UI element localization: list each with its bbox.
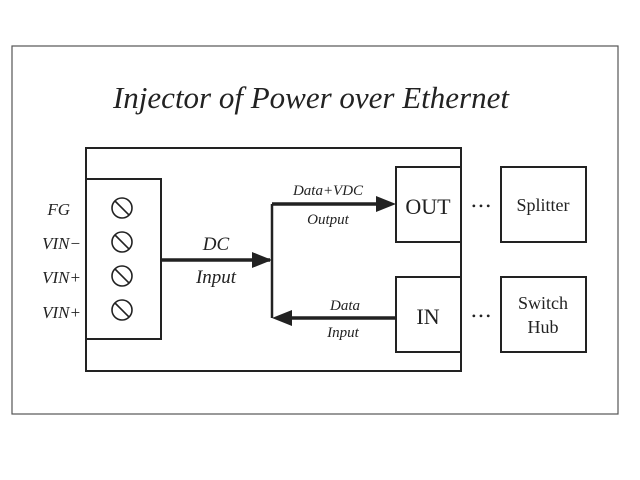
terminal-screw-vin-minus — [111, 231, 133, 253]
in-connector-dots: • • • — [472, 309, 491, 323]
terminal-screw-fg — [111, 197, 133, 219]
data-input-label-2: Input — [326, 325, 359, 341]
out-port-label: OUT — [405, 194, 451, 219]
dc-input-label-2: Input — [195, 267, 237, 288]
in-port-box — [395, 276, 462, 353]
terminal-label-vin-plus-1: VIN+ — [42, 268, 81, 287]
diagram-title: Injector of Power over Ethernet — [112, 80, 510, 115]
switch-hub-box — [500, 276, 587, 353]
terminal-label-vin-minus: VIN− — [42, 234, 81, 253]
terminal-label-vin-plus-2: VIN+ — [42, 303, 81, 322]
data-vdc-output-arrowhead — [376, 196, 396, 212]
out-connector-dots: • • • — [472, 199, 491, 213]
data-vdc-output-label-2: Output — [307, 212, 350, 228]
data-input-label-1: Data — [329, 298, 360, 314]
data-input-arrowhead — [272, 310, 292, 326]
terminal-block — [85, 178, 162, 340]
terminal-screw-vin-plus-2 — [111, 299, 133, 321]
terminal-screw-vin-plus-1 — [111, 265, 133, 287]
out-port-box — [395, 166, 462, 243]
switch-hub-label-1: Switch — [518, 293, 568, 313]
switch-hub-label-2: Hub — [528, 317, 559, 337]
splitter-label: Splitter — [517, 195, 570, 215]
splitter-box — [500, 166, 587, 243]
dc-input-label-1: DC — [202, 234, 230, 255]
outer-frame — [11, 45, 619, 415]
injector-box — [85, 147, 462, 372]
data-vdc-output-label-1: Data+VDC — [292, 183, 364, 199]
dc-input-arrowhead — [252, 252, 272, 268]
in-port-label: IN — [416, 304, 439, 329]
terminal-label-fg: FG — [46, 200, 70, 219]
